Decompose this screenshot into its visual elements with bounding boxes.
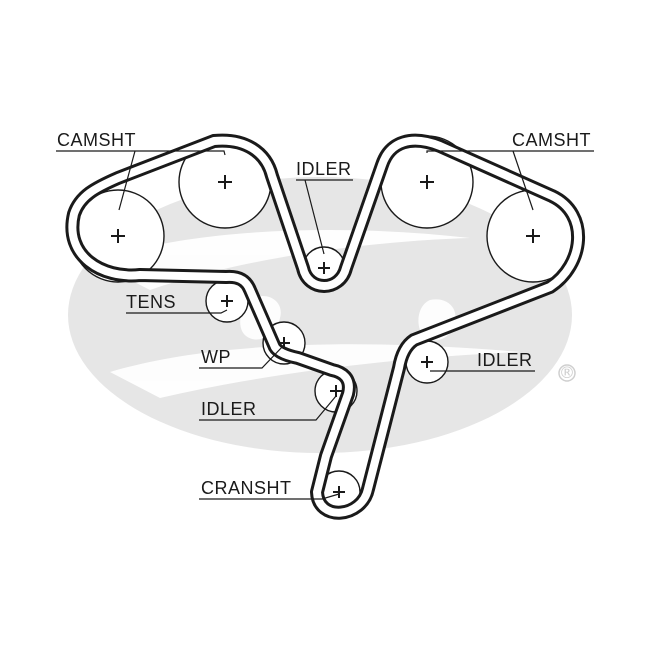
registered-circle <box>558 364 576 382</box>
timing-belt <box>65 133 585 520</box>
registered-mark: ® <box>559 363 575 382</box>
label-idler-right: IDLER <box>477 350 533 370</box>
leader-camshaft-left-outer <box>118 150 136 211</box>
label-idler-top: IDLER <box>296 159 352 179</box>
center-mark <box>111 229 125 243</box>
leader-water-pump <box>199 344 285 369</box>
leader-camshaft-right <box>426 150 594 153</box>
leader-crankshaft <box>199 493 340 500</box>
label-camshaft-left: CAMSHT <box>57 130 136 150</box>
center-mark <box>330 385 342 397</box>
center-mark <box>318 262 330 274</box>
leader-tensioner <box>126 309 228 314</box>
center-mark <box>421 356 433 368</box>
label-crankshaft: CRANSHT <box>201 478 292 498</box>
center-mark <box>278 337 290 349</box>
label-camshaft-right: CAMSHT <box>512 130 591 150</box>
center-mark <box>218 175 232 189</box>
label-tensioner: TENS <box>126 292 176 312</box>
leader-camshaft-left <box>56 150 226 156</box>
center-mark <box>420 175 434 189</box>
center-mark <box>221 295 233 307</box>
label-idler-lower: IDLER <box>201 399 257 419</box>
leader-idler-top <box>296 179 353 255</box>
leader-camshaft-right-outer <box>512 150 534 211</box>
center-mark <box>333 486 345 498</box>
center-mark <box>526 229 540 243</box>
pulley-centers <box>111 175 540 498</box>
leader-idler-lower <box>199 395 337 421</box>
label-water-pump: WP <box>201 347 231 367</box>
leader-lines <box>56 150 594 500</box>
belt-inner-edge <box>68 136 582 517</box>
